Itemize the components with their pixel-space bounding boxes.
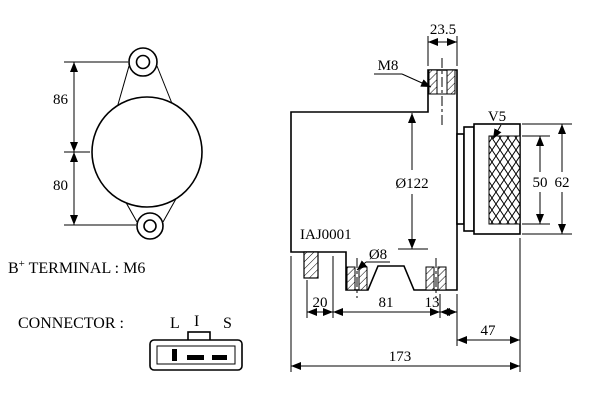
connector-pin-s (212, 355, 227, 360)
dim-23-5-label: 23.5 (430, 22, 456, 38)
ear-hole1-hatch-right (358, 266, 368, 291)
model-label: IAJ0001 (300, 227, 352, 243)
dim-86-label: 86 (53, 92, 69, 108)
side-view: 23.5 M8 Ø122 V5 50 62 IAJ0001 Ø8 (290, 22, 573, 372)
left-foot (303, 251, 319, 279)
notes: B+ TERMINAL : M6 CONNECTOR : L I S (8, 258, 243, 371)
pulley-v5-label: V5 (488, 109, 506, 125)
top-lug-left-edge (116, 65, 130, 109)
dim-20-label: 20 (313, 295, 328, 311)
top-lug-hole (135, 54, 151, 70)
ear-hole2-hatch-left (425, 266, 435, 291)
body-circle (91, 96, 203, 208)
top-lug-right-edge (156, 65, 174, 107)
dim-122-mask (390, 170, 434, 194)
v5-leader (492, 124, 502, 140)
bottom-lug-hole (143, 219, 157, 233)
dim-62-mask (552, 172, 573, 192)
dim-50-mask (528, 172, 551, 192)
m8-leader (401, 73, 432, 88)
connector-inner (156, 345, 236, 365)
pulley-spacer-ring (456, 133, 465, 225)
connector-note: CONNECTOR : (18, 315, 124, 332)
connector-pin-l (172, 349, 177, 361)
dim-50-label: 50 (533, 175, 548, 191)
bottom-lug-right-edge (162, 196, 178, 223)
dim-81-label: 81 (379, 295, 394, 311)
connector-pin-i (187, 355, 204, 360)
dim-80-label: 80 (53, 178, 68, 194)
dim-62-label: 62 (555, 175, 570, 191)
dim-173-label: 173 (389, 349, 412, 365)
pin-label-l: L (170, 315, 180, 332)
boss-thread-hatch-left (428, 69, 438, 95)
pulley-hub-ring (463, 126, 475, 232)
dim-13-label: 13 (425, 295, 440, 311)
terminal-note: B+ TERMINAL : M6 (8, 258, 145, 277)
connector-drawing (149, 331, 243, 371)
pin-label-s: S (223, 315, 232, 332)
hole-d8-label: Ø8 (369, 247, 387, 263)
dim-47-label: 47 (481, 323, 497, 339)
dim-122-label: Ø122 (395, 176, 428, 192)
pin-label-i: I (194, 313, 199, 330)
ear-hole2-hatch-right (437, 266, 447, 291)
front-view: 86 80 (53, 47, 203, 240)
pulley-grooves (488, 135, 521, 225)
thread-m8-label: M8 (378, 58, 399, 74)
boss-thread-hatch-right (446, 69, 456, 95)
d8-leader (356, 260, 368, 271)
ear-hole1-hatch-left (346, 266, 356, 291)
